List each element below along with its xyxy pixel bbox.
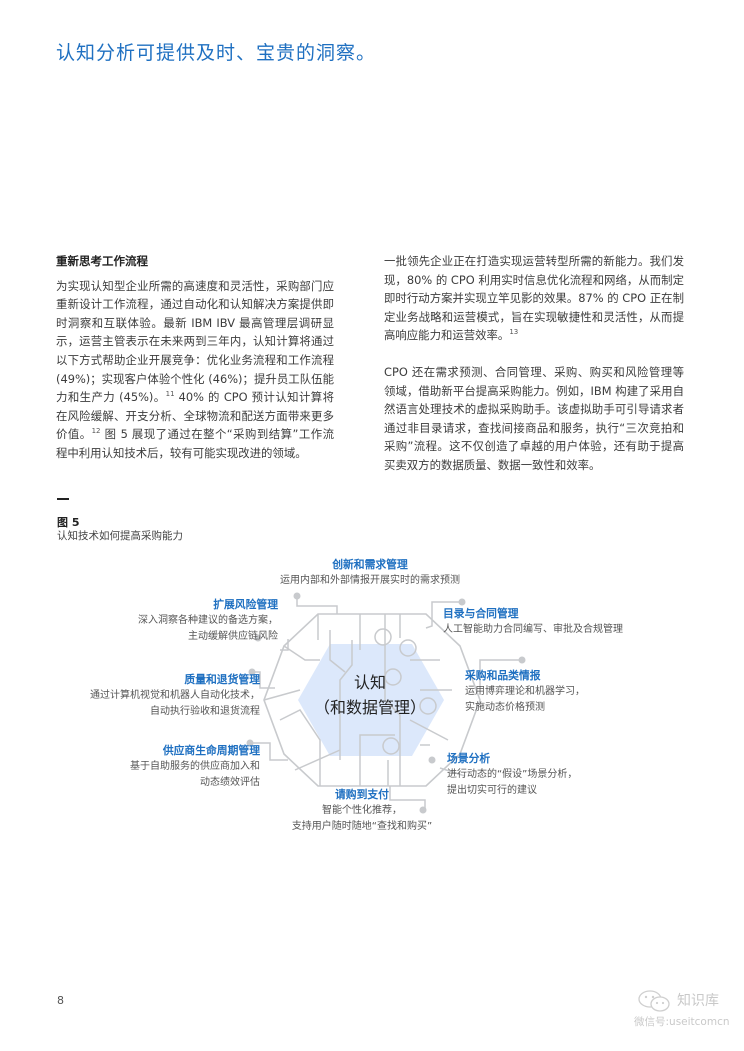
watermark-subtitle: 微信号:useitcomcn: [634, 1016, 730, 1028]
center-line-2: （和数据管理）: [313, 698, 426, 717]
footnote-ref: 11: [165, 390, 175, 399]
node-title: 扩展风险管理: [213, 598, 278, 611]
node-title: 采购和品类情报: [465, 669, 541, 682]
node-desc: 运用博弈理论和机器学习，: [465, 686, 585, 697]
node-title: 请购到支付: [335, 788, 389, 801]
node-desc: 深入洞察各种建议的备选方案，: [138, 615, 278, 626]
node-desc: 进行动态的“假设”场景分析，: [447, 769, 578, 780]
section-heading: 重新思考工作流程: [56, 254, 148, 268]
page-headline: 认知分析可提供及时、宝贵的洞察。: [56, 42, 377, 64]
page-number: 8: [57, 994, 64, 1007]
node-desc: 通过计算机视觉和机器人自动化技术，: [90, 690, 260, 701]
node-desc: 支持用户随时随地“查找和购买”: [291, 821, 433, 832]
text-run: 图 5 展现了通过在整个“采购到结算”工作流程中利用认知技术后，较有可能实现改进…: [56, 427, 334, 460]
node-desc: 运用内部和外部情报开展实时的需求预测: [280, 575, 460, 586]
wechat-icon: [638, 990, 670, 1012]
node-title: 场景分析: [447, 752, 491, 765]
left-paragraph: 为实现认知型企业所需的高速度和灵活性，采购部门应重新设计工作流程，通过自动化和认…: [56, 277, 334, 463]
node-title: 质量和退货管理: [184, 673, 260, 686]
right-column: 一批领先企业正在打造实现运营转型所需的新能力。我们发现，80% 的 CPO 利用…: [384, 252, 684, 475]
figure-rule: [57, 498, 69, 500]
watermark-title: 知识库: [677, 993, 719, 1009]
node-scenario-analysis: 场景分析 进行动态的“假设”场景分析， 提出切实可行的建议: [447, 751, 617, 799]
node-quality-returns: 质量和退货管理 通过计算机视觉和机器人自动化技术， 自动执行验收和退货流程: [70, 672, 260, 720]
text-run: 为实现认知型企业所需的高速度和灵活性，采购部门应重新设计工作流程，通过自动化和认…: [56, 278, 334, 405]
node-title: 供应商生命周期管理: [162, 744, 260, 757]
node-title: 创新和需求管理: [332, 558, 408, 571]
node-sourcing-category: 采购和品类情报 运用博弈理论和机器学习， 实施动态价格预测: [465, 668, 635, 716]
node-desc: 提出切实可行的建议: [447, 785, 537, 796]
figure-label: 图 5: [57, 516, 80, 529]
right-paragraph-1: 一批领先企业正在打造实现运营转型所需的新能力。我们发现，80% 的 CPO 利用…: [384, 252, 684, 345]
node-desc: 主动缓解供应链风险: [188, 631, 278, 642]
text-run: 40% 的 CPO 预计认知计算将在风险缓解、开支分析、全球物流和配送方面带来更…: [56, 390, 335, 442]
node-desc: 实施动态价格预测: [465, 702, 545, 713]
node-desc: 自动执行验收和退货流程: [150, 706, 260, 717]
node-title: 目录与合同管理: [443, 607, 519, 620]
footnote-ref: 13: [509, 328, 519, 337]
node-desc: 基于自助服务的供应商加入和: [130, 761, 260, 772]
node-supplier-lifecycle: 供应商生命周期管理 基于自助服务的供应商加入和 动态绩效评估: [90, 743, 260, 791]
diagram-center-label: 认知 （和数据管理）: [300, 670, 440, 720]
node-desc: 智能个性化推荐，: [322, 805, 402, 816]
node-desc: 动态绩效评估: [200, 777, 260, 788]
right-paragraph-2: CPO 还在需求预测、合同管理、采购、购买和风险管理等领域，借助新平台提高采购能…: [384, 364, 684, 472]
node-extended-risk: 扩展风险管理 深入洞察各种建议的备选方案， 主动缓解供应链风险: [110, 597, 278, 645]
footnote-ref: 12: [91, 427, 101, 436]
node-innovation-demand: 创新和需求管理 运用内部和外部情报开展实时的需求预测: [250, 557, 490, 589]
center-line-1: 认知: [353, 673, 386, 692]
text-run: 一批领先企业正在打造实现运营转型所需的新能力。我们发现，80% 的 CPO 利用…: [384, 254, 684, 343]
figure-caption: 认知技术如何提高采购能力: [57, 530, 183, 542]
node-requisition-to-pay: 请购到支付 智能个性化推荐， 支持用户随时随地“查找和购买”: [262, 787, 462, 835]
left-column: 重新思考工作流程 为实现认知型企业所需的高速度和灵活性，采购部门应重新设计工作流…: [56, 252, 334, 463]
node-desc: 人工智能助力合同编写、审批及合规管理: [443, 624, 623, 635]
node-catalog-contract: 目录与合同管理 人工智能助力合同编写、审批及合规管理: [443, 606, 653, 638]
